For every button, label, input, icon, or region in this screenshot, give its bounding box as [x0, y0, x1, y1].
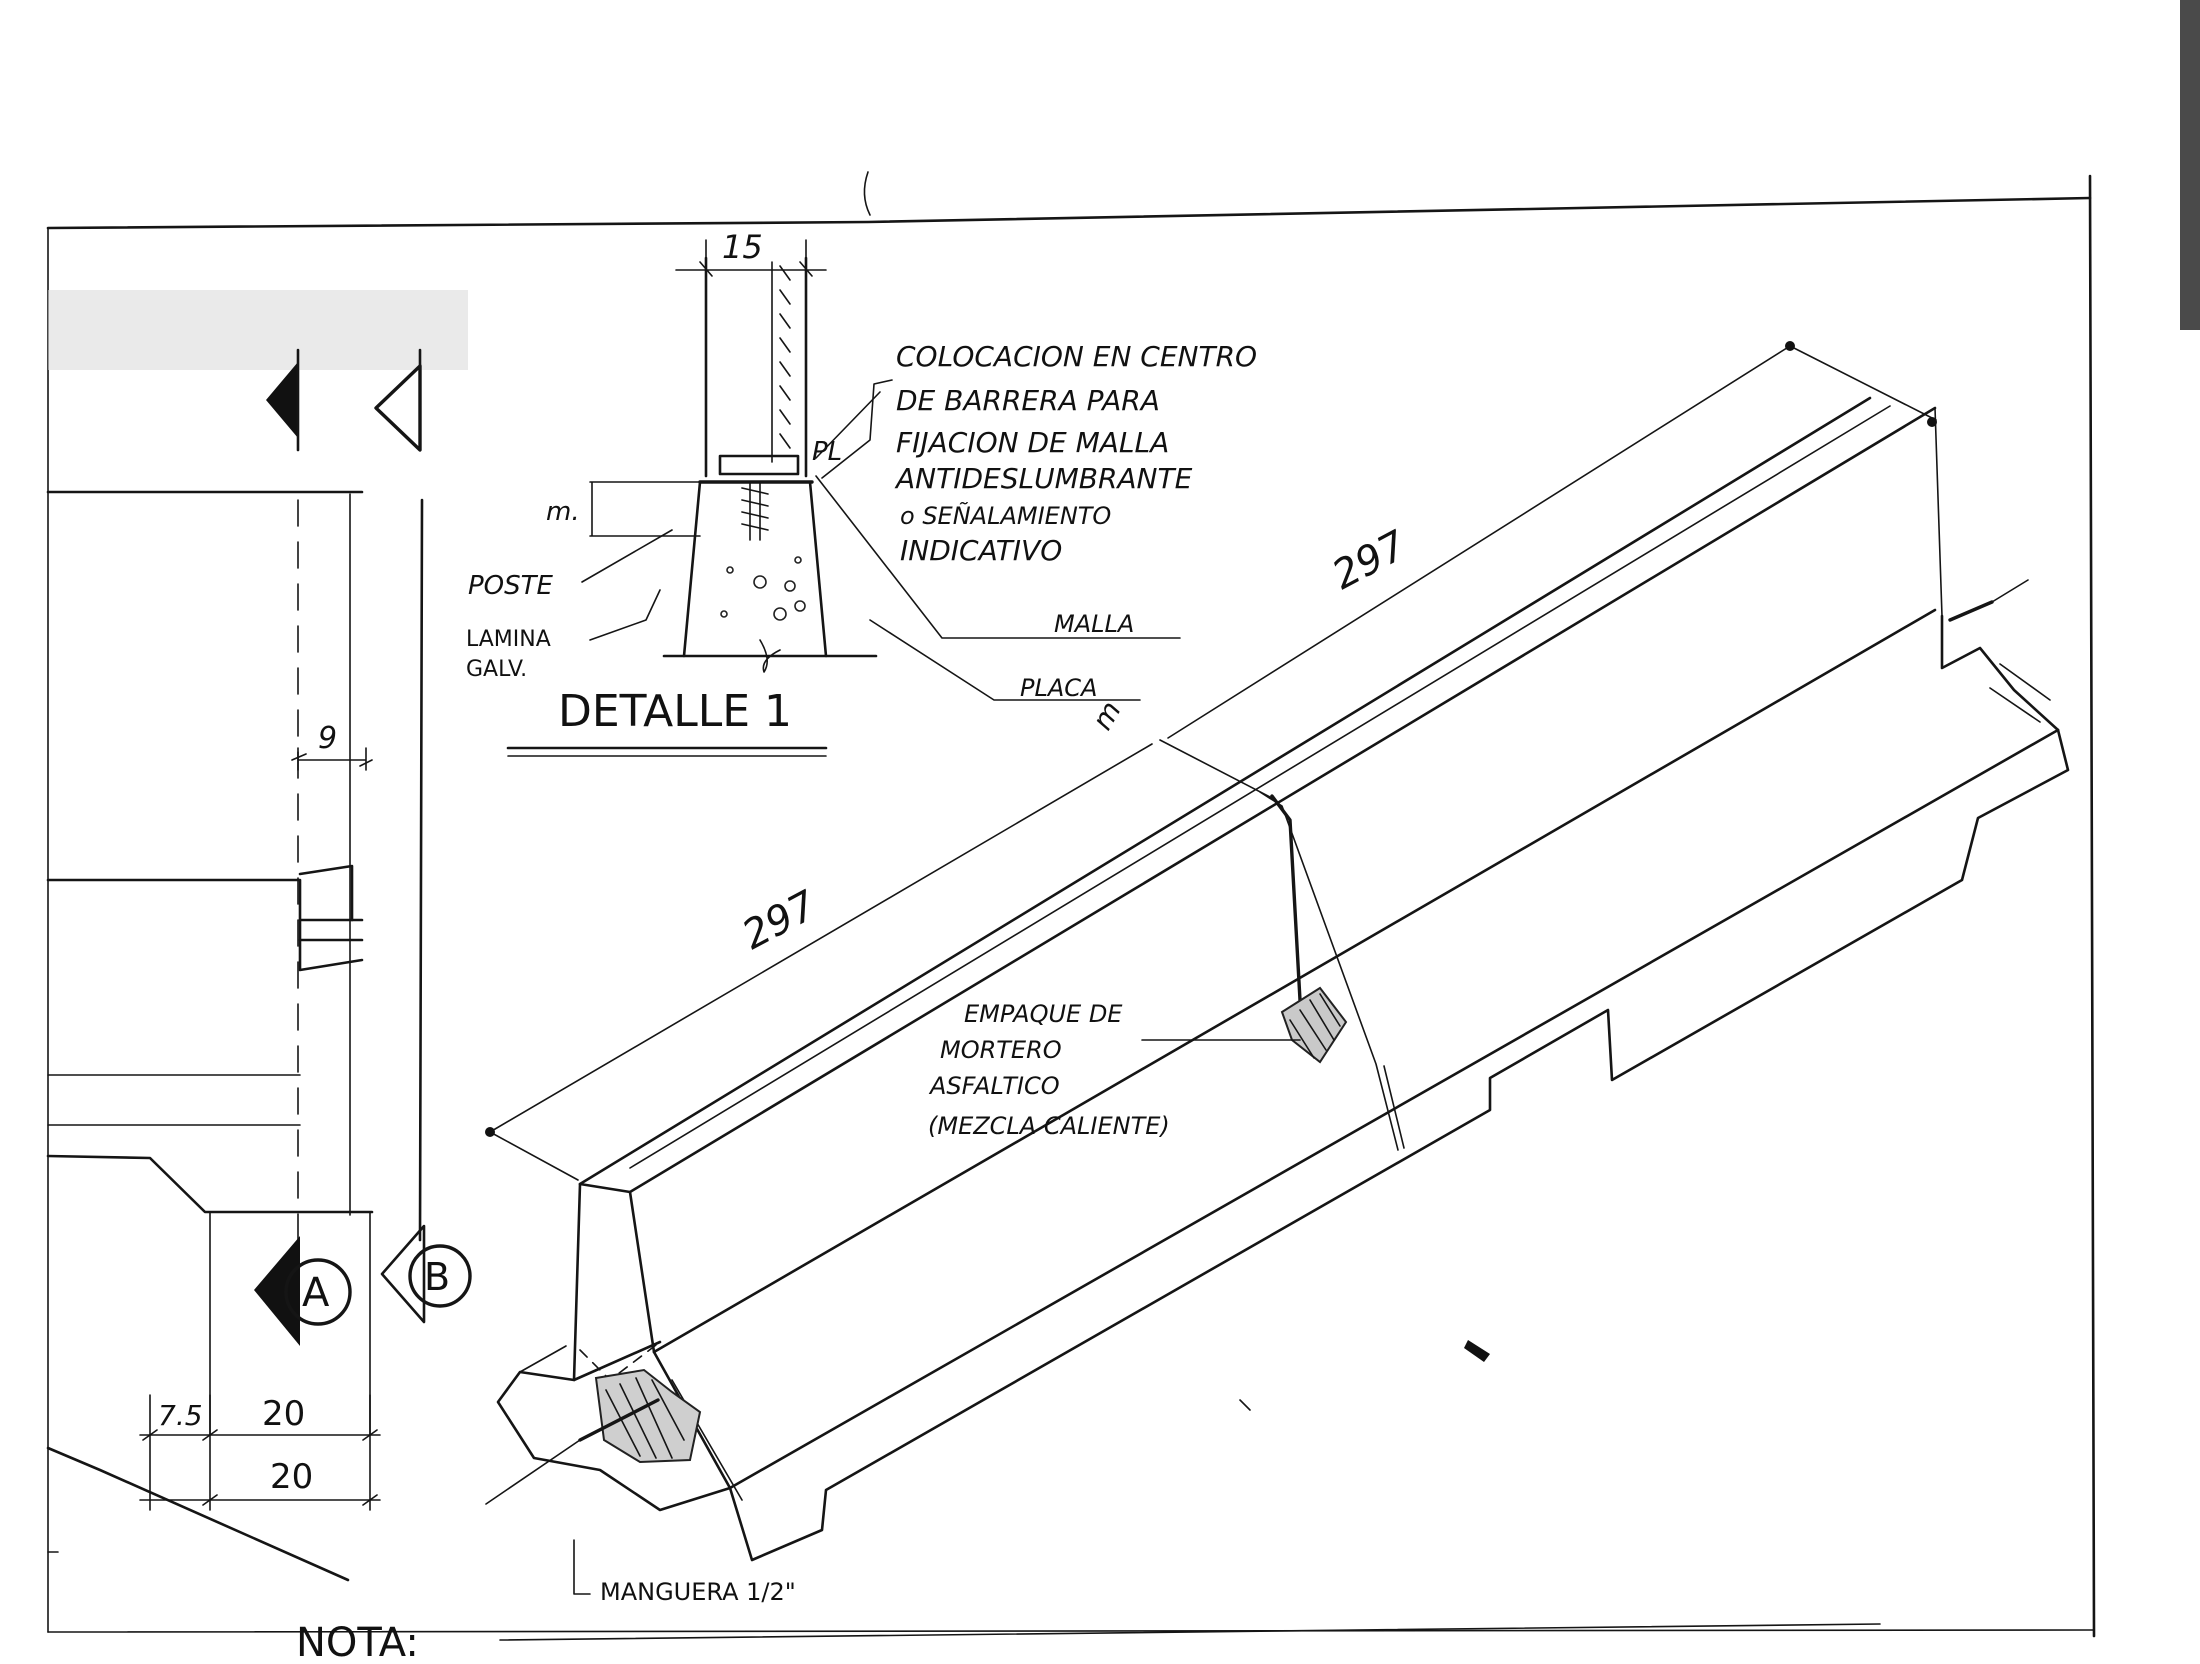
note-empaque-line-4: (MEZCLA CALIENTE)	[928, 1112, 1170, 1140]
barrier-isometric: 297 297 m	[485, 341, 2070, 1562]
label-lamina-1: LAMINA	[466, 627, 551, 652]
label-placa: PLACA	[1020, 674, 1097, 702]
detail-dim-m-text: m.	[546, 497, 580, 527]
note-colocacion-line-5: o SEÑALAMIENTO	[900, 500, 1111, 530]
label-poste: POSTE	[468, 571, 554, 601]
note-colocacion: COLOCACION EN CENTRO DE BARRERA PARA FIJ…	[821, 340, 1257, 567]
barrier-length-lower-text: 297	[735, 882, 824, 959]
detail-dim-15-text: 15	[722, 228, 763, 266]
section-marker-a-icon	[254, 1236, 300, 1346]
detail-1: 15 m. POSTE LAMINA GALV. PL MALL	[466, 228, 1181, 757]
footer-note: NOTA:	[296, 1620, 1881, 1664]
dim-7-5-text: 7.5	[158, 1399, 203, 1432]
note-colocacion-line-6: INDICATIVO	[900, 534, 1062, 567]
note-colocacion-line-4: ANTIDESLUMBRANTE	[894, 462, 1193, 495]
note-empaque-line-1: EMPAQUE DE	[964, 1000, 1123, 1028]
label-lamina-2: GALV.	[466, 657, 527, 682]
dim-9-text: 9	[318, 721, 337, 756]
section-markers: A B	[254, 348, 472, 1346]
concrete-aggregate	[720, 556, 806, 621]
note-empaque-line-2: MORTERO	[940, 1036, 1062, 1064]
section-marker-b-icon	[380, 1224, 426, 1324]
mortar-pad-hatch	[594, 986, 1348, 1464]
section-marker-a-label: A	[302, 1270, 330, 1316]
note-empaque: EMPAQUE DE MORTERO ASFALTICO (MEZCLA CAL…	[928, 1000, 1170, 1140]
section-arrow-a-top-icon	[266, 362, 298, 438]
detail-title: DETALLE 1	[558, 686, 792, 737]
scan-shading	[48, 0, 2200, 370]
section-view: 9 7.5 20 20	[46, 490, 424, 1582]
note-colocacion-line-2: DE BARRERA PARA	[896, 384, 1160, 417]
section-arrow-b-top-icon	[374, 364, 422, 452]
footer-note-text: NOTA:	[296, 1620, 419, 1664]
section-marker-b-label: B	[424, 1255, 450, 1299]
label-pl: PL	[812, 437, 842, 467]
note-empaque-line-3: ASFALTICO	[928, 1072, 1060, 1100]
dim-20b-text: 20	[270, 1457, 313, 1497]
barrier-length-upper-text: 297	[1325, 522, 1414, 599]
label-manguera: MANGUERA 1/2"	[600, 1578, 796, 1606]
label-malla: MALLA	[1054, 610, 1134, 638]
note-colocacion-line-1: COLOCACION EN CENTRO	[896, 340, 1257, 373]
label-manguera-group: MANGUERA 1/2"	[573, 1539, 796, 1606]
note-colocacion-line-3: FIJACION DE MALLA	[896, 426, 1169, 459]
dim-20a-text: 20	[262, 1394, 305, 1434]
sheet-frame	[46, 174, 2096, 1638]
